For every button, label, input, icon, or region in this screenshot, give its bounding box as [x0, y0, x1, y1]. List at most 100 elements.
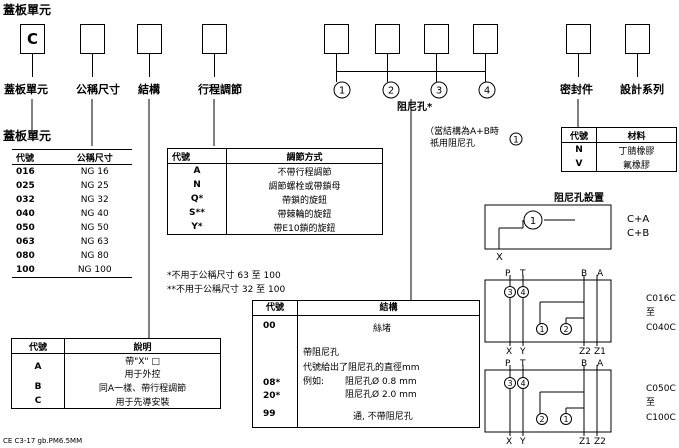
- structure-code-20: 20*: [263, 391, 281, 401]
- label-structure: 結構: [138, 83, 160, 96]
- code-box-series: [625, 24, 650, 54]
- desc-code: B: [12, 380, 65, 394]
- desc-code: C: [12, 394, 65, 408]
- structure-line-2: 代號給出了阻尼孔的直徑mm: [303, 363, 420, 373]
- size-value: NG 100: [77, 265, 112, 275]
- size-value: NG 50: [80, 223, 109, 233]
- s3-port-x: X: [506, 437, 512, 447]
- desc-code: A: [12, 353, 65, 380]
- s2-port-x: X: [506, 347, 512, 357]
- s3-port-p: P: [505, 359, 511, 369]
- code-box-orifice-2: [375, 24, 400, 54]
- orifice-circle-1: [333, 81, 351, 99]
- s2-label-2: 至: [646, 307, 655, 318]
- page-title: 蓋板單元: [3, 3, 52, 17]
- adjust-method: 不帶行程調節: [277, 167, 332, 178]
- orifice-number: 2: [388, 86, 394, 97]
- table-row: 050 NG 50: [12, 221, 132, 235]
- structure-example-1: 阻尼孔Ø 0.8 mm: [345, 377, 417, 387]
- table-row: Y* 帶E10鎖的旋鈕: [168, 220, 382, 234]
- s2-circle-2: 2: [563, 325, 568, 334]
- adjust-code: Q*: [168, 192, 227, 206]
- s3-port-z1: Z1: [579, 437, 591, 447]
- desc-line: 用于先導安裝: [115, 397, 170, 408]
- label-seal: 密封件: [560, 83, 593, 96]
- orifice-circle-3: [430, 81, 448, 99]
- size-value: NG 32: [80, 195, 109, 205]
- desc-line: 帶"X" □: [125, 357, 160, 367]
- structure-text-99: 通, 不帶阻尼孔: [353, 412, 413, 422]
- structure-header-name: 結構: [298, 301, 479, 316]
- size-code: 063: [16, 237, 35, 247]
- seal-material: 氟橡膠: [622, 160, 650, 171]
- orifice-circle-2: [382, 81, 400, 99]
- label-cover-unit: 蓋板單元: [4, 83, 48, 96]
- structure-header-code: 代號: [253, 301, 298, 316]
- size-value: NG 63: [80, 237, 109, 247]
- structure-table: 代號 結構 00 絲堵 帶阻尼孔 代號給出了阻尼孔的直徑mm 例如: 08* 阻…: [252, 300, 480, 428]
- schematics-title: 阻尼孔設置: [554, 193, 604, 204]
- s1-circle: 1: [530, 216, 536, 227]
- seal-table: 代號 材料 N 丁腈橡膠 V 氟橡膠: [561, 127, 677, 172]
- s2-port-b: B: [581, 269, 587, 279]
- s2-circle-4: 4: [520, 288, 525, 297]
- adjust-method: 帶E10鎖的旋鈕: [273, 223, 336, 234]
- s3-port-a: A: [597, 359, 604, 369]
- size-value: NG 25: [80, 181, 109, 191]
- s2-port-t: T: [519, 269, 526, 279]
- code-box-cover: C: [20, 24, 45, 54]
- s2-port-z2: Z2: [579, 347, 591, 357]
- table-row: 100 NG 100: [12, 263, 132, 277]
- structure-line-1: 帶阻尼孔: [303, 348, 340, 358]
- seal-header-code: 代號: [562, 128, 597, 143]
- seal-table-header: 代號 材料: [562, 128, 676, 143]
- desc-table-header: 代號 說明: [12, 339, 220, 354]
- code-box-stroke: [202, 24, 227, 54]
- desc-line: 同A一樣、帶行程調節: [98, 383, 187, 394]
- s3-label-2: 至: [646, 397, 655, 408]
- size-value: NG 40: [80, 209, 109, 219]
- structure-code-08: 08*: [263, 378, 281, 388]
- orifice-note-circle-text: 1: [513, 136, 519, 146]
- desc-header-code: 代號: [12, 339, 65, 354]
- adjust-code: Y*: [168, 220, 227, 234]
- s3-circle-3: 3: [507, 379, 512, 388]
- table-row: V 氟橡膠: [562, 157, 676, 171]
- table-row: 025 NG 25: [12, 179, 132, 193]
- size-code: 025: [16, 181, 35, 191]
- s2-port-p: P: [505, 269, 511, 279]
- code-box-orifice-1: [324, 24, 349, 54]
- s3-port-z2: Z2: [594, 437, 606, 447]
- adjust-table-header: 代號 調節方式: [168, 149, 382, 164]
- structure-example-2: 阻尼孔Ø 2.0 mm: [345, 390, 417, 400]
- orifice-number: 1: [339, 86, 345, 97]
- seal-header-material: 材料: [596, 128, 676, 143]
- s1-label-a: C+A: [627, 214, 649, 225]
- table-row: 063 NG 63: [12, 235, 132, 249]
- size-code: 040: [16, 209, 35, 219]
- table-row: N 丁腈橡膠: [562, 142, 676, 157]
- s3-port-b: B: [581, 359, 587, 369]
- orifice-note-line1: （當結構為A+B時: [425, 127, 499, 137]
- size-code: 100: [16, 265, 35, 275]
- adjust-header-method: 調節方式: [226, 149, 382, 164]
- seal-material: 丁腈橡膠: [618, 146, 655, 157]
- size-value: NG 80: [80, 251, 109, 261]
- adjust-code: S**: [168, 206, 227, 220]
- seal-code: V: [562, 157, 597, 171]
- size-value: NG 16: [80, 167, 109, 177]
- orifice-number: 3: [436, 86, 442, 97]
- seal-code: N: [562, 142, 597, 157]
- s2-label-3: C040C: [646, 323, 676, 333]
- orifice-note-title: 阻尼孔*: [397, 102, 433, 113]
- s3-port-t: T: [519, 359, 526, 369]
- label-stroke-adjust: 行程調節: [198, 83, 242, 96]
- footer: CE C3-17 gb.PM6.5MM: [3, 437, 83, 445]
- size-code: 050: [16, 223, 35, 233]
- s3-label-1: C050C: [646, 384, 676, 394]
